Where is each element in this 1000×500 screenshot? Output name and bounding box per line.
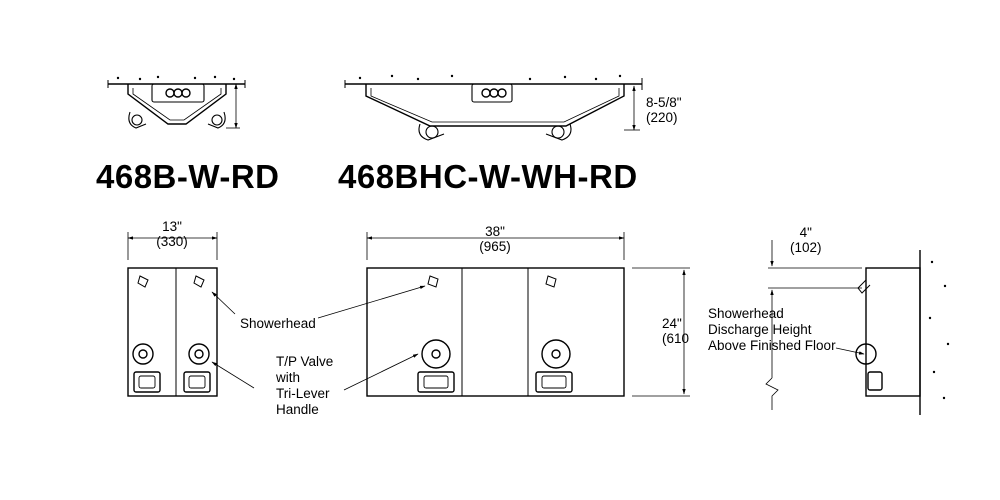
model-title-small: 468B-W-RD xyxy=(96,158,280,195)
height-in: 24" xyxy=(662,316,682,331)
small-width-mm: (330) xyxy=(156,234,188,249)
large-width-in: 38" xyxy=(485,224,505,239)
tp-valve-line-2: with xyxy=(276,370,301,385)
depth-mm: (220) xyxy=(646,110,678,125)
large-width-dimension: 38" (965) xyxy=(462,224,528,254)
small-unit-top-view xyxy=(107,80,246,129)
depth-dimension: 8-5/8" (220) xyxy=(646,95,682,125)
model-title-large: 468BHC-W-WH-RD xyxy=(338,158,638,195)
small-width-dimension: 13" (330) xyxy=(140,219,204,249)
discharge-line-2: Discharge Height xyxy=(708,322,812,337)
offset-dimension: 4" (102) xyxy=(790,225,822,255)
side-view xyxy=(765,240,921,415)
small-unit-showerhead-right xyxy=(193,275,205,288)
side-showerhead xyxy=(857,279,871,294)
showerhead-callout: Showerhead xyxy=(240,316,316,331)
large-unit-front-view xyxy=(317,232,690,397)
small-unit-handle-left xyxy=(128,111,147,129)
tp-valve-line-4: Handle xyxy=(276,402,319,417)
tp-valve-line-3: Tri-Lever xyxy=(276,386,330,401)
offset-in: 4" xyxy=(799,225,812,240)
small-unit-handle-right xyxy=(207,111,226,129)
discharge-line-1: Showerhead xyxy=(708,306,784,321)
small-width-in: 13" xyxy=(162,219,182,234)
depth-in: 8-5/8" xyxy=(646,95,682,110)
tp-valve-callout: T/P Valve with Tri-Lever Handle xyxy=(276,354,333,418)
large-width-mm: (965) xyxy=(479,239,511,254)
large-unit-top-view xyxy=(344,78,643,141)
large-unit-handle-left xyxy=(418,123,445,141)
discharge-line-3: Above Finished Floor xyxy=(708,338,836,353)
tp-valve-line-1: T/P Valve xyxy=(276,354,334,369)
discharge-callout: Showerhead Discharge Height Above Finish… xyxy=(708,306,836,354)
small-wall-speckles xyxy=(116,75,236,81)
large-wall-speckles xyxy=(358,74,622,81)
side-wall-speckles xyxy=(928,260,950,400)
large-unit-showerhead-right xyxy=(545,275,557,288)
small-unit-showerhead-left xyxy=(137,275,149,288)
height-mm: (610 xyxy=(662,331,690,346)
small-unit-front-view xyxy=(127,232,255,397)
large-unit-showerhead-left xyxy=(427,275,439,288)
height-dimension: 24" (610 xyxy=(662,316,689,346)
offset-mm: (102) xyxy=(790,240,822,255)
large-unit-handle-right xyxy=(545,123,572,141)
